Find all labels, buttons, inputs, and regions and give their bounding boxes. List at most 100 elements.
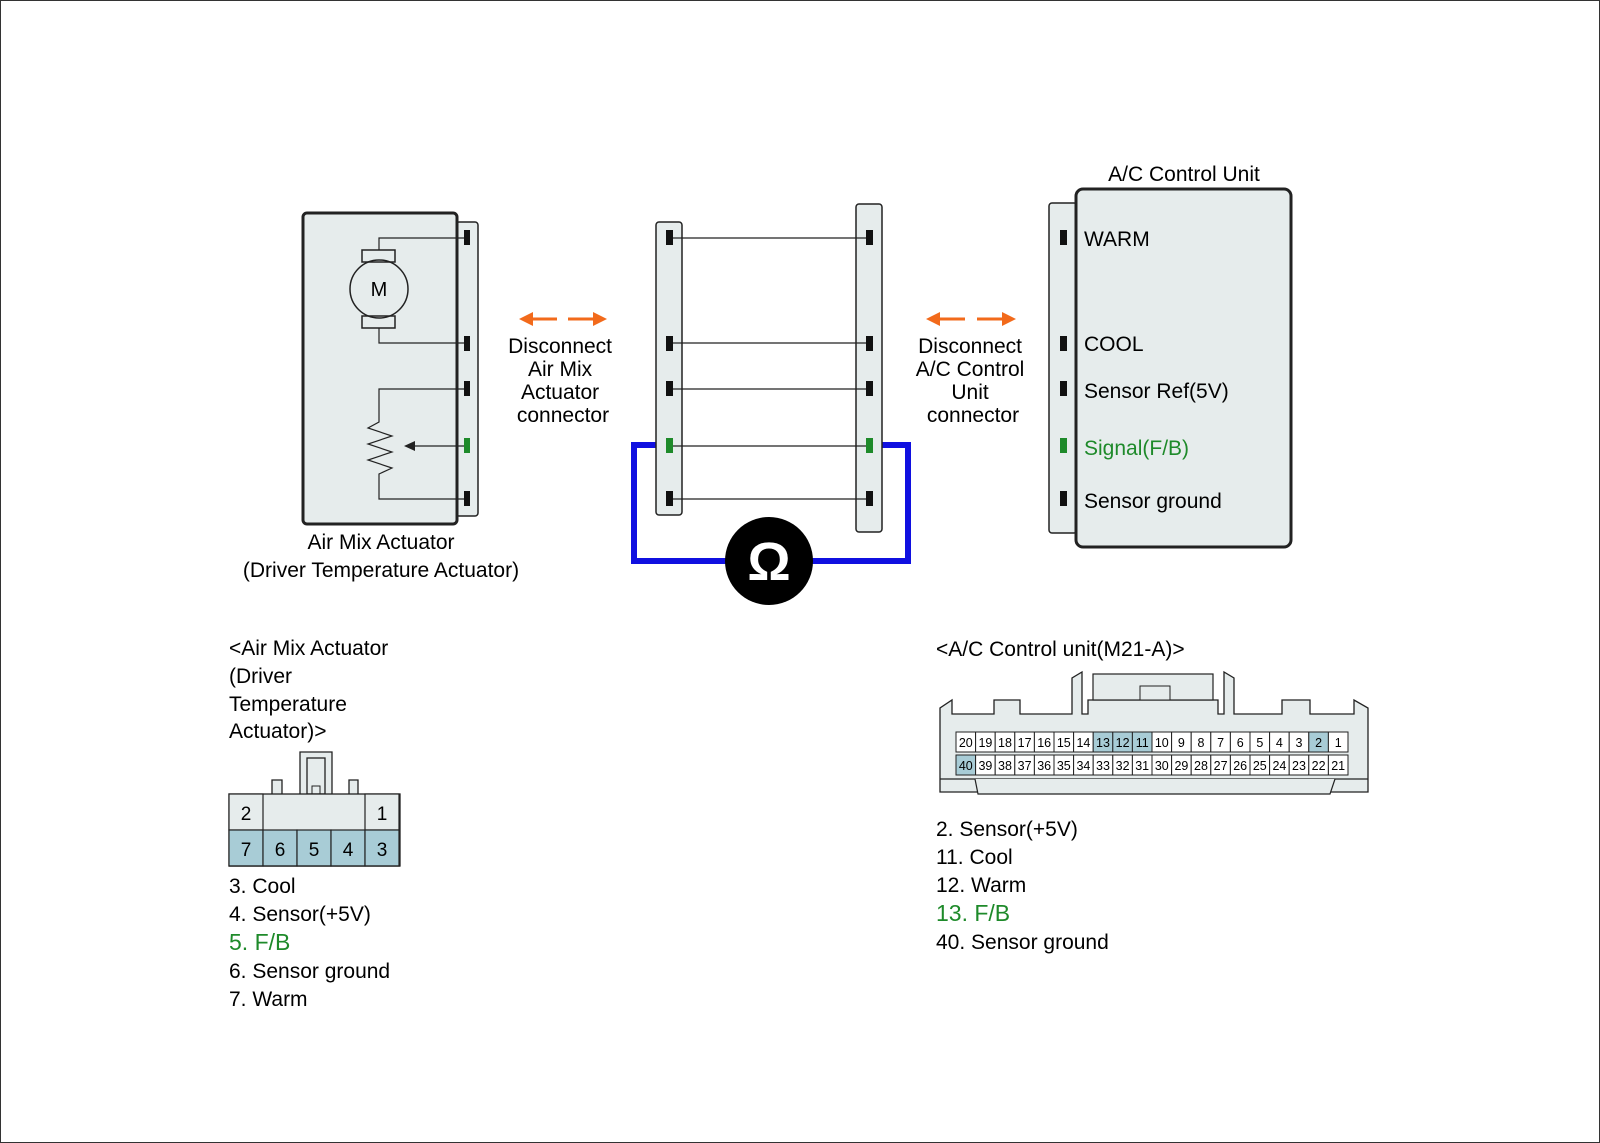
disconnect-right-label: Disconnect A/C Control Unit connector xyxy=(916,335,1030,427)
control-pin-label-signal: Signal(F/B) xyxy=(1084,437,1189,460)
legend-item: 7. Warm xyxy=(229,988,308,1011)
connector-pin-number: 2 xyxy=(1315,736,1322,750)
actuator-connector-legend: 3. Cool 4. Sensor(+5V) 5. F/B 6. Sensor … xyxy=(229,875,390,1011)
connector-pin-number: 17 xyxy=(1018,736,1032,750)
connector-pin-number: 24 xyxy=(1272,759,1286,773)
connector-pin-number: 11 xyxy=(1136,736,1149,750)
connector-pin-number: 3 xyxy=(377,840,388,861)
motor-label: M xyxy=(371,279,388,301)
connector-pin-number: 31 xyxy=(1135,759,1149,773)
connector-pin-number: 5 xyxy=(309,840,320,861)
connector-cell xyxy=(1327,754,1349,776)
legend-item: 12. Warm xyxy=(936,874,1026,897)
connector-pin-number: 21 xyxy=(1331,759,1345,773)
connector-pin-number: 30 xyxy=(1155,759,1169,773)
air-mix-actuator: M Air Mix Actuator (Driver Temperature A… xyxy=(243,211,519,582)
connector-pin-number: 1 xyxy=(1335,736,1342,750)
control-unit-connector-strip xyxy=(1048,202,1078,534)
connector-pin-number: 12 xyxy=(1116,736,1130,750)
control-pin-label-ground: Sensor ground xyxy=(1084,490,1222,513)
actuator-caption-2: (Driver Temperature Actuator) xyxy=(243,559,519,582)
connector-pin-number: 23 xyxy=(1292,759,1306,773)
connector-pin-number: 33 xyxy=(1096,759,1110,773)
connector-pin-number: 26 xyxy=(1233,759,1247,773)
control-connector-title: <A/C Control unit(M21-A)> xyxy=(936,638,1185,661)
harness: Ω xyxy=(631,203,911,605)
connector-pin-number: 29 xyxy=(1174,759,1188,773)
connector-pin-number: 32 xyxy=(1116,759,1130,773)
actuator-pin xyxy=(464,230,470,245)
connector-pin-number: 16 xyxy=(1037,736,1051,750)
actuator-pin xyxy=(464,491,470,506)
connector-pin-number: 25 xyxy=(1253,759,1267,773)
connector-pin-number: 8 xyxy=(1198,736,1205,750)
legend-item: 40. Sensor ground xyxy=(936,931,1109,954)
disconnect-left-group: Disconnect Air Mix Actuator connector xyxy=(508,312,618,427)
connector-pin-number: 27 xyxy=(1214,759,1228,773)
connector-pin-number: 40 xyxy=(959,759,973,773)
actuator-pin-signal xyxy=(464,438,470,453)
connector-pin-number: 4 xyxy=(1276,736,1283,750)
ohmmeter-icon xyxy=(725,517,813,605)
connector-pin-number: 7 xyxy=(241,840,252,861)
connector-pin-number: 6 xyxy=(275,840,286,861)
legend-item: 6. Sensor ground xyxy=(229,960,390,983)
control-unit-body xyxy=(1074,187,1293,549)
connector-pin-number: 34 xyxy=(1076,759,1090,773)
legend-item: 3. Cool xyxy=(229,875,296,898)
connector-pin-number: 2 xyxy=(241,804,252,825)
ac-control-unit: A/C Control Unit WARM COOL Sensor Ref(5V… xyxy=(1048,163,1293,549)
connector-pin-number: 15 xyxy=(1057,736,1071,750)
connector-pin-number: 37 xyxy=(1018,759,1032,773)
control-connector-legend: 2. Sensor(+5V) 11. Cool 12. Warm 13. F/B… xyxy=(936,818,1109,954)
connector-pin-number: 10 xyxy=(1155,736,1169,750)
connector-pin-number: 20 xyxy=(959,736,973,750)
connector-pin-number: 5 xyxy=(1256,736,1263,750)
connector-pin-number: 4 xyxy=(343,840,354,861)
actuator-caption-1: Air Mix Actuator xyxy=(307,531,454,554)
actuator-pin xyxy=(464,336,470,351)
connector-pin-number: 35 xyxy=(1057,759,1071,773)
control-pin-label-cool: COOL xyxy=(1084,333,1144,356)
disconnect-right-group: Disconnect A/C Control Unit connector xyxy=(916,312,1030,427)
motor-symbol xyxy=(349,259,409,319)
connector-pin-number: 14 xyxy=(1076,736,1090,750)
connector-pin-number: 9 xyxy=(1178,736,1185,750)
connector-pin-number: 3 xyxy=(1296,736,1303,750)
connector-pin-number: 22 xyxy=(1312,759,1326,773)
control-pin-label-sensor-ref: Sensor Ref(5V) xyxy=(1084,380,1229,403)
potentiometer-symbol xyxy=(366,388,467,500)
connector-pin-number: 18 xyxy=(998,736,1012,750)
legend-item: 4. Sensor(+5V) xyxy=(229,903,371,926)
harness-right-connector xyxy=(855,203,883,533)
connector-pin-number: 6 xyxy=(1237,736,1244,750)
connector-pin-number: 36 xyxy=(1037,759,1051,773)
connector-pin-number: 7 xyxy=(1217,736,1224,750)
actuator-connector-strip xyxy=(455,221,479,517)
legend-item: 11. Cool xyxy=(936,846,1013,869)
connector-cell xyxy=(296,829,332,867)
legend-item-signal: 5. F/B xyxy=(229,929,290,955)
connector-pin-number: 19 xyxy=(978,736,992,750)
ohmmeter-symbol: Ω xyxy=(747,532,790,592)
connector-cell xyxy=(1327,731,1349,753)
connector-pin-number: 28 xyxy=(1194,759,1208,773)
connector-cell xyxy=(364,793,400,831)
connector-cell xyxy=(228,793,264,831)
actuator-connector-title: <Air Mix Actuator (Driver Temperature Ac… xyxy=(229,637,394,743)
connector-pin-number: 38 xyxy=(998,759,1012,773)
actuator-connector-view: <Air Mix Actuator (Driver Temperature Ac… xyxy=(228,637,401,867)
legend-item-signal: 13. F/B xyxy=(936,900,1010,926)
control-unit-title: A/C Control Unit xyxy=(1108,163,1260,186)
control-pin-label-warm: WARM xyxy=(1084,228,1150,251)
disconnect-arrow-icon xyxy=(519,312,607,326)
connector-pin-number: 13 xyxy=(1096,736,1110,750)
connector-pin-number: 39 xyxy=(978,759,992,773)
legend-item: 2. Sensor(+5V) xyxy=(936,818,1078,841)
actuator-pin xyxy=(464,381,470,396)
disconnect-arrow-icon xyxy=(926,312,1016,326)
harness-left-connector xyxy=(655,221,683,516)
disconnect-left-label: Disconnect Air Mix Actuator connector xyxy=(508,335,618,427)
